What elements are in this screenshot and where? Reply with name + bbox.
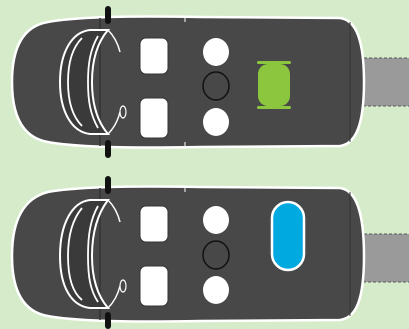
wheelchair-position-icon — [270, 200, 306, 272]
mirror-right — [105, 312, 111, 329]
seat-rear-1 — [203, 206, 229, 234]
mirror-left — [105, 176, 111, 194]
mirror-right — [105, 140, 111, 158]
seat-front-passenger — [139, 97, 169, 139]
seat-rear-3 — [203, 276, 229, 304]
seat-front-passenger — [139, 265, 169, 307]
vehicle-top — [10, 6, 409, 158]
wheelchair-position-icon — [257, 61, 291, 109]
seat-driver — [139, 37, 169, 75]
seat-rear-2 — [202, 71, 230, 101]
seat-driver — [139, 205, 169, 243]
seat-rear-3 — [203, 108, 229, 136]
vehicle-bottom — [10, 176, 409, 329]
seat-rear-1 — [203, 38, 229, 66]
mirror-left — [105, 6, 111, 24]
seat-rear-2 — [202, 240, 230, 270]
